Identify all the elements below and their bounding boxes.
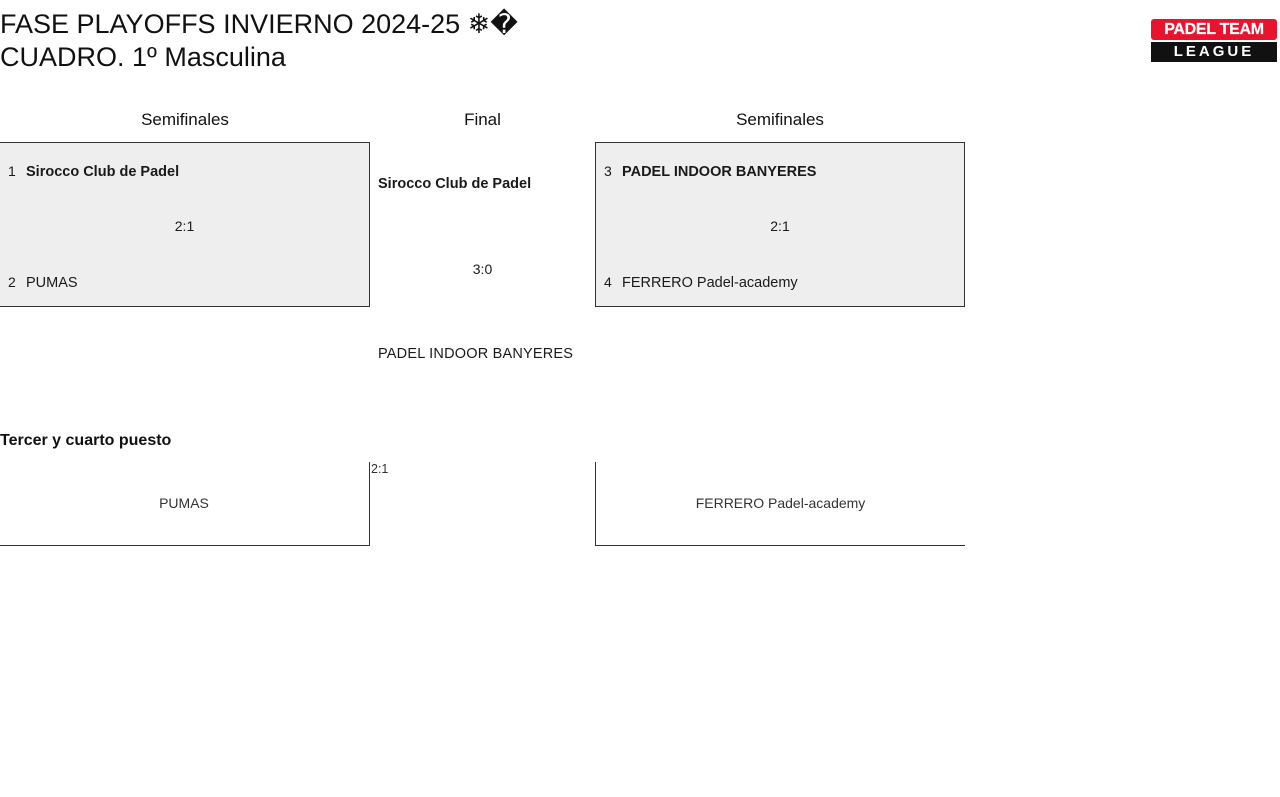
team-name: FERRERO Padel-academy [622, 275, 798, 291]
logo-top-text: PADEL TEAM [1151, 19, 1277, 40]
team-name: Sirocco Club de Padel [26, 164, 180, 180]
match-row-team-2[interactable]: 2 PUMAS [8, 273, 361, 293]
final-runner-up-name: PADEL INDOOR BANYERES [378, 346, 574, 362]
seed-number: 4 [604, 274, 612, 290]
seed-number: 1 [8, 163, 16, 179]
match-semifinal-right[interactable]: 3 PADEL INDOOR BANYERES 2:1 4 FERRERO Pade… [595, 142, 965, 307]
team-name: PADEL INDOOR BANYERES [622, 164, 817, 180]
seed-number: 3 [604, 163, 612, 179]
round-header-semifinals-left: Semifinales [141, 110, 229, 129]
match-row-team-1[interactable]: 1 Sirocco Club de Padel [8, 162, 361, 182]
match-semifinal-left[interactable]: 1 Sirocco Club de Padel 2:1 2 PUMAS [0, 142, 370, 307]
final-champion-name: Sirocco Club de Padel [378, 176, 532, 192]
team-name: PUMAS [26, 275, 78, 291]
third-place-box-right[interactable]: FERRERO Padel-academy [595, 462, 965, 546]
match-score: 2:1 [174, 218, 195, 234]
third-place-score: 2:1 [371, 462, 389, 476]
match-row-team-4[interactable]: 4 FERRERO Padel-academy [604, 273, 956, 293]
match-row-team-3[interactable]: 3 PADEL INDOOR BANYERES [604, 162, 956, 182]
padel-team-league-logo: PADEL TEAM LEAGUE [1148, 18, 1280, 63]
match-score: 2:1 [770, 218, 790, 234]
seed-number: 2 [8, 274, 16, 290]
final-score: 3:0 [472, 261, 493, 277]
round-header-final: Final [464, 110, 501, 129]
third-place-team-right: FERRERO Padel-academy [695, 495, 866, 511]
round-header-semifinals-right: Semifinales [736, 110, 824, 129]
third-place-box-left[interactable]: PUMAS [0, 462, 370, 546]
page-title: FASE PLAYOFFS INVIERNO 2024-25 ❄� CUADRO… [0, 9, 518, 72]
third-place-section-title: Tercer y cuarto puesto [0, 432, 172, 449]
third-place-team-left: PUMAS [159, 495, 209, 511]
logo-bottom-text: LEAGUE [1151, 42, 1277, 62]
